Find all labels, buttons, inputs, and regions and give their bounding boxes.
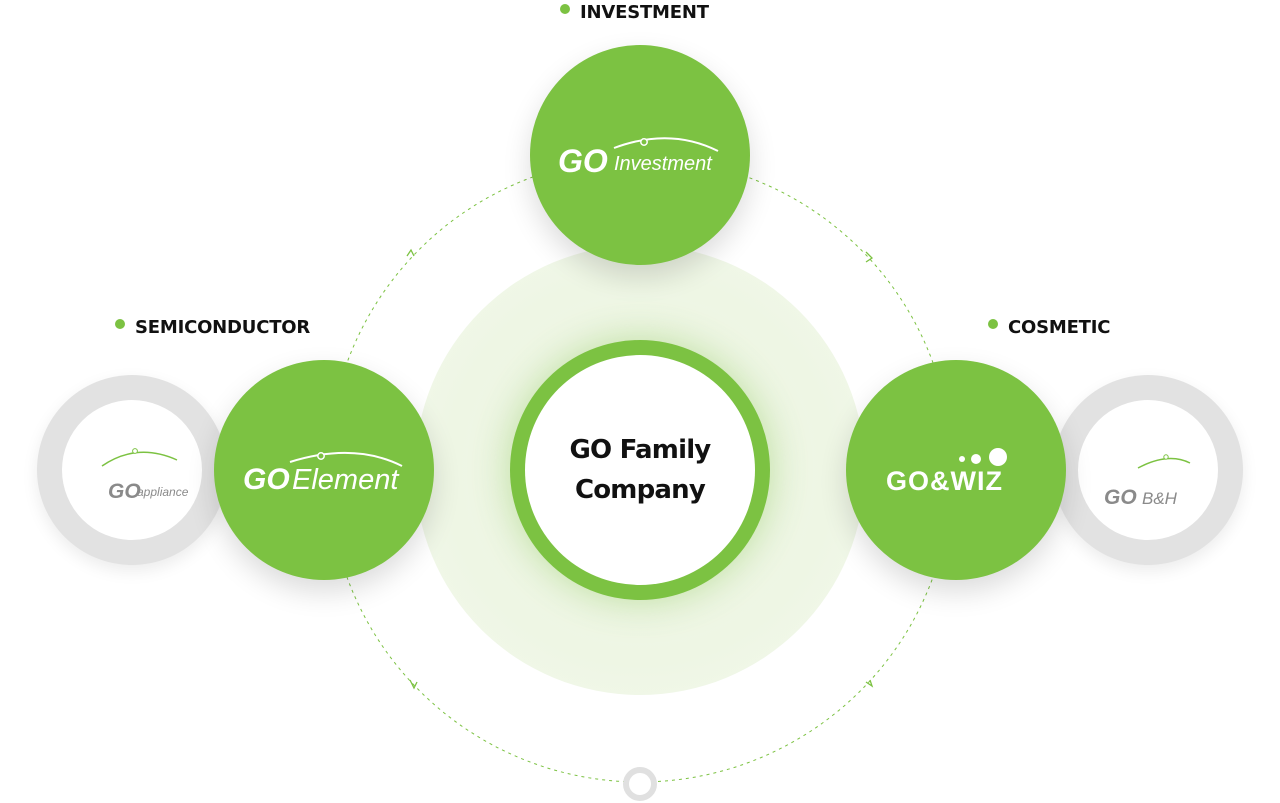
- center-title: GO Family Company: [540, 430, 740, 510]
- investment-name: Investment: [614, 153, 713, 175]
- logo-arc-node: [132, 448, 138, 454]
- center-node-inner: GO Family Company: [525, 355, 755, 585]
- go-mark: GO: [108, 480, 141, 503]
- company-go-wiz[interactable]: GO&WIZ: [846, 360, 1066, 580]
- logo-arc-node: [1163, 454, 1169, 460]
- center-node[interactable]: GO Family Company: [510, 340, 770, 600]
- logo-arc: [613, 137, 719, 152]
- company-go-investment[interactable]: GO Investment: [530, 45, 750, 265]
- company-go-bh[interactable]: GO B&H: [1053, 375, 1243, 565]
- logo-arc: [289, 451, 403, 467]
- go-investment-logo: GO Investment: [558, 137, 719, 179]
- go-element-logo: GO Element: [243, 451, 403, 496]
- orbit-bottom-node: [623, 767, 657, 801]
- go-bh-logo: GO B&H: [1104, 454, 1191, 509]
- category-dot: [560, 3, 570, 14]
- go-wiz-mark: GO&WIZ: [886, 466, 1003, 496]
- company-go-appliance-inner: GO appliance: [62, 400, 202, 540]
- category-cosmetic: COSMETIC: [988, 317, 1110, 338]
- go-mark: GO: [558, 143, 608, 179]
- appliance-name: appliance: [137, 485, 189, 499]
- category-semiconductor-label: SEMICONDUCTOR: [135, 317, 311, 338]
- logo-dot-small: [959, 456, 965, 462]
- logo-arc: [1137, 457, 1191, 469]
- company-go-bh-inner: GO B&H: [1078, 400, 1218, 540]
- orbit-arrow-bottom-right: [865, 679, 874, 688]
- category-investment-label: INVESTMENT: [580, 2, 709, 23]
- go-wiz-logo: GO&WIZ: [886, 448, 1007, 496]
- orbit-arrow-top-right: [865, 251, 874, 263]
- category-semiconductor: SEMICONDUCTOR: [115, 317, 310, 338]
- orbit-arrow-top-left: [406, 248, 415, 257]
- center-title-line2: Company: [574, 475, 706, 505]
- category-dot: [988, 318, 998, 329]
- go-mark: GO: [243, 463, 290, 496]
- element-name: Element: [292, 464, 400, 496]
- logo-dot-medium: [971, 454, 981, 464]
- logo-arc-node: [317, 452, 325, 460]
- category-dot: [115, 318, 125, 329]
- category-cosmetic-label: COSMETIC: [1008, 317, 1111, 338]
- logo-dot-large: [989, 448, 1007, 466]
- company-go-element[interactable]: GO Element: [214, 360, 434, 580]
- orbit-arrow-bottom-left: [409, 679, 418, 690]
- go-mark: GO: [1104, 486, 1137, 509]
- logo-arc-node: [640, 138, 648, 146]
- category-investment: INVESTMENT: [560, 2, 709, 23]
- bh-name: B&H: [1142, 489, 1178, 508]
- logo-arc: [101, 451, 178, 467]
- go-appliance-logo: GO appliance: [101, 448, 189, 503]
- center-title-line1: GO Family: [569, 435, 712, 465]
- company-go-appliance[interactable]: GO appliance: [37, 375, 227, 565]
